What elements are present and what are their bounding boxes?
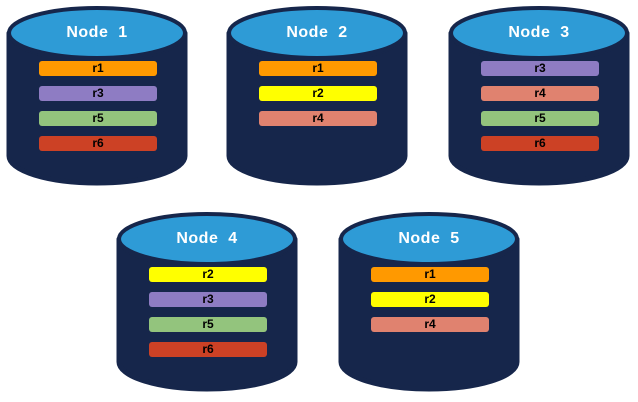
replica-bar[interactable]: r3 <box>481 61 599 76</box>
cylinder-top-ellipse <box>449 6 629 60</box>
replica-list: r1 r2 r4 <box>259 61 377 136</box>
replica-bar[interactable]: r2 <box>259 86 377 101</box>
replica-bar[interactable]: r6 <box>481 136 599 151</box>
replica-bar[interactable]: r5 <box>39 111 157 126</box>
replica-bar[interactable]: r2 <box>149 267 267 282</box>
cylinder-top-ellipse <box>7 6 187 60</box>
replica-bar[interactable]: r4 <box>371 317 489 332</box>
replica-bar[interactable]: r4 <box>259 111 377 126</box>
cylinder-top-ellipse <box>227 6 407 60</box>
replica-bar[interactable]: r6 <box>39 136 157 151</box>
replica-bar[interactable]: r3 <box>39 86 157 101</box>
replica-list: r1 r3 r5 r6 <box>39 61 157 161</box>
replica-bar[interactable]: r2 <box>371 292 489 307</box>
replica-bar[interactable]: r1 <box>39 61 157 76</box>
replica-bar[interactable]: r3 <box>149 292 267 307</box>
replica-bar[interactable]: r5 <box>481 111 599 126</box>
replica-bar[interactable]: r4 <box>481 86 599 101</box>
cylinder-top-ellipse <box>339 212 519 266</box>
replica-bar[interactable]: r6 <box>149 342 267 357</box>
replica-list: r2 r3 r5 r6 <box>149 267 267 367</box>
replica-bar[interactable]: r1 <box>371 267 489 282</box>
replica-bar[interactable]: r5 <box>149 317 267 332</box>
cylinder-top-ellipse <box>117 212 297 266</box>
replica-bar[interactable]: r1 <box>259 61 377 76</box>
replica-list: r1 r2 r4 <box>371 267 489 342</box>
replica-list: r3 r4 r5 r6 <box>481 61 599 161</box>
